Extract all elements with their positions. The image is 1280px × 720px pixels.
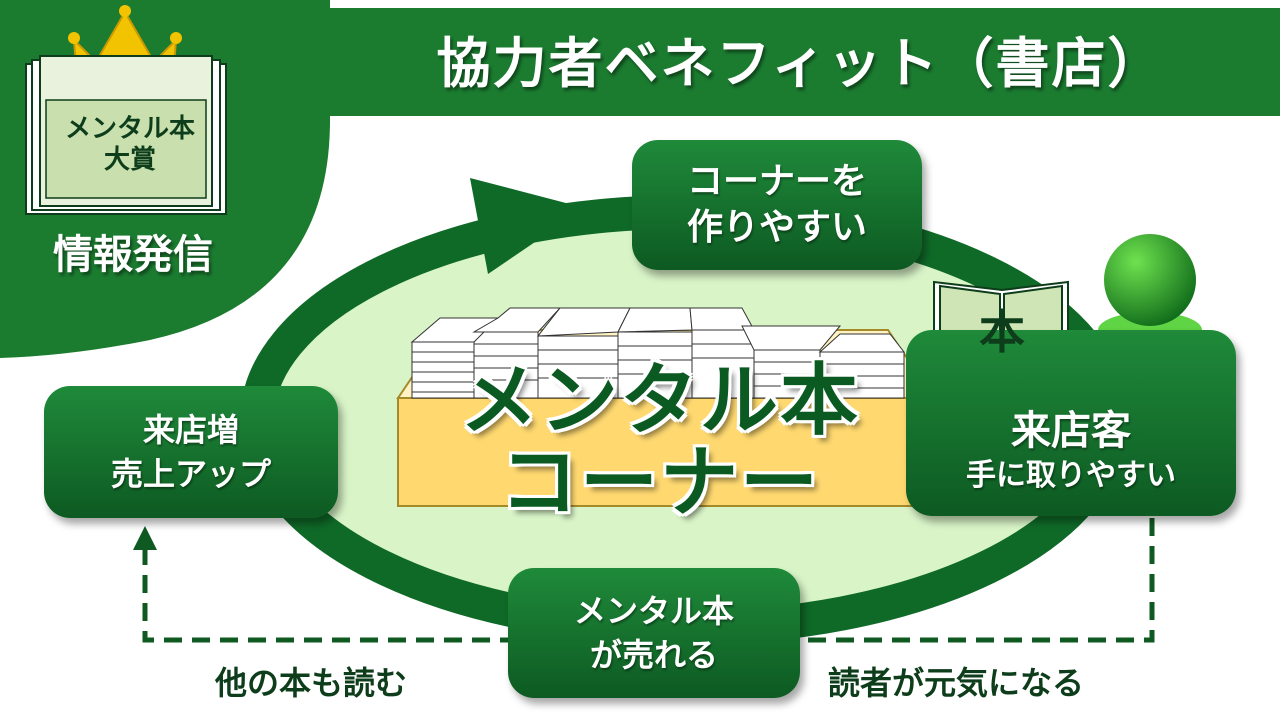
book-table-icon (396, 307, 936, 507)
award-info-label: 情報発信 (53, 232, 213, 278)
center-corner-line2: コーナー (499, 438, 820, 528)
box-visitor-line2: 手に取りやすい (966, 458, 1176, 493)
box-easy-corner-line1: コーナーを (686, 161, 867, 202)
award-book-line1: メンタル本 (64, 114, 195, 144)
box-sells: メンタル本 が売れる (508, 568, 800, 698)
box-easy-corner-line2: 作りやすい (686, 207, 867, 248)
loop-label-other-books: 他の本も読む (215, 664, 408, 702)
loop-label-readers-energized: 読者が元気になる (828, 664, 1085, 702)
page-title: 協力者ベネフィット（書店） (436, 31, 1164, 95)
award-book-line2: 大賞 (103, 145, 156, 175)
box-sales-up-line2: 売上アップ (110, 455, 271, 493)
cycle-arrow-head (470, 178, 585, 274)
box-sells-line1: メンタル本 (573, 592, 734, 630)
center-corner-line1: メンタル本 (459, 356, 860, 446)
box-sells-line2: が売れる (589, 636, 718, 674)
box-easy-corner: コーナーを 作りやすい (632, 140, 922, 270)
box-sales-up-line1: 来店増 (142, 411, 239, 449)
box-visitor: 来店客 手に取りやすい (906, 330, 1236, 516)
title-banner (300, 8, 1280, 116)
box-sales-up: 来店増 売上アップ (44, 386, 338, 518)
award-book-icon (25, 55, 227, 215)
box-visitor-line1: 来店客 (1011, 408, 1131, 454)
visitor-book-label: 本 (979, 305, 1025, 359)
dashed-loop-arrow-head (133, 526, 157, 550)
